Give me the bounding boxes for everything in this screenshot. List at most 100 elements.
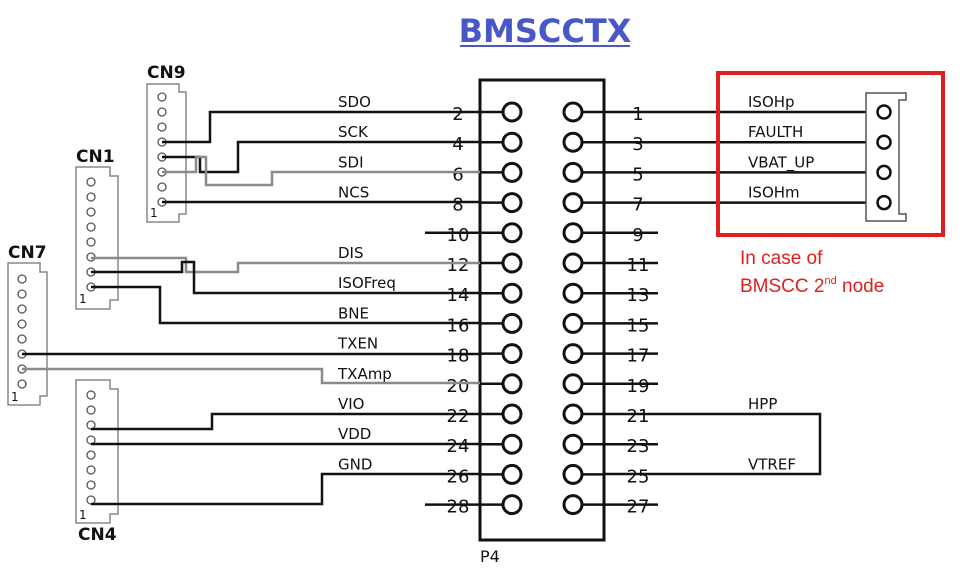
p4-pin-26: [501, 463, 523, 485]
p4-pin-number-19: 19: [627, 376, 650, 397]
p4-pin-14: [501, 282, 523, 304]
p4-pin-number-22: 22: [447, 406, 470, 427]
p4-connector-body: [478, 78, 606, 542]
signal-label-vbat_up: VBAT_UP: [748, 153, 814, 172]
second-node-pin-2: [876, 134, 892, 150]
wire-vio: [91, 412, 480, 431]
signal-label-bne: BNE: [338, 304, 369, 322]
cn1-pin-8: [86, 177, 96, 187]
p4-pin-21: [562, 403, 584, 425]
p4-pin-number-13: 13: [627, 285, 650, 306]
note-line1: In case of: [740, 248, 823, 269]
cn7-pin-4: [17, 334, 27, 344]
p4-pin-number-4: 4: [452, 134, 463, 155]
cn7-connector-body: [7, 262, 48, 406]
signal-label-faulth: FAULTH: [748, 123, 803, 141]
cn7-pin1-marker: 1: [11, 390, 19, 404]
cn4-label: CN4: [78, 525, 117, 545]
p4-pin-16: [501, 312, 523, 334]
p4-pin-9: [562, 222, 584, 244]
signal-label-vio: VIO: [338, 395, 365, 413]
wire-gnd: [91, 472, 480, 506]
p4-pin-17: [562, 343, 584, 365]
p4-pin-number-3: 3: [632, 134, 643, 155]
cn7-pin-8: [17, 274, 27, 284]
cn9-pin-8: [157, 92, 167, 102]
p4-pin-number-20: 20: [447, 376, 470, 397]
signal-label-dis: DIS: [338, 244, 364, 262]
wire-isofreq: [91, 260, 480, 295]
second-node-pin-1: [876, 104, 892, 120]
p4-pin-number-1: 1: [632, 104, 643, 125]
cn4-pin-8: [86, 390, 96, 400]
cn1-pin-4: [86, 237, 96, 247]
cn9-pin1-marker: 1: [150, 206, 158, 220]
p4-pin-28: [501, 494, 523, 516]
cn4-pin-3: [86, 465, 96, 475]
p4-pin-22: [501, 403, 523, 425]
cn9-pin-7: [157, 107, 167, 117]
signal-label-txamp: TXAmp: [337, 365, 392, 383]
p4-pin-18: [501, 343, 523, 365]
p4-pin-3: [562, 131, 584, 153]
p4-pin-27: [562, 494, 584, 516]
p4-pin-1: [562, 101, 584, 123]
p4-pin-number-11: 11: [627, 255, 650, 276]
cn4-pins: [86, 390, 96, 505]
cn9-label: CN9: [147, 63, 186, 83]
cn1-connector-body: [75, 166, 119, 310]
cn1-pin-7: [86, 192, 96, 202]
p4-pin-number-21: 21: [627, 406, 650, 427]
p4-pin-number-12: 12: [447, 255, 470, 276]
note-line2: BMSCC 2nd node: [740, 275, 884, 297]
p4-pin-number-5: 5: [632, 164, 643, 185]
p4-pin-24: [501, 433, 523, 455]
p4-pin-number-24: 24: [447, 436, 470, 457]
cn7-pin-7: [17, 289, 27, 299]
p4-pin-number-16: 16: [447, 315, 470, 336]
p4-pin-number-17: 17: [627, 346, 650, 367]
second-node-connector-pins: [876, 104, 892, 211]
signal-label-sdi: SDI: [338, 153, 364, 171]
p4-pin-7: [562, 192, 584, 214]
wire-dis: [91, 256, 480, 274]
signal-label-vtref: VTREF: [748, 455, 796, 473]
p4-pin-number-27: 27: [627, 497, 650, 518]
p4-left-pins: 2SDO4SCK6SDI8NCS1012DIS14ISOFreq16BNE18T…: [337, 93, 523, 518]
cn4-pin-4: [86, 450, 96, 460]
p4-pin-19: [562, 373, 584, 395]
wire-sck: [162, 140, 480, 174]
p4-pin-number-2: 2: [452, 104, 463, 125]
p4-pin-5: [562, 161, 584, 183]
cn9-pin-6: [157, 122, 167, 132]
second-node-pin-3: [876, 164, 892, 181]
p4-pin-number-8: 8: [452, 195, 463, 216]
signal-label-isohp: ISOHp: [748, 93, 795, 111]
cn9-pin-2: [157, 182, 167, 192]
cn1-pin-5: [86, 222, 96, 232]
cn7-pin-1: [17, 379, 27, 389]
p4-pin-number-28: 28: [447, 497, 470, 518]
p4-pin-number-25: 25: [627, 466, 650, 487]
p4-pin-25: [562, 463, 584, 485]
p4-pin-number-23: 23: [627, 436, 650, 457]
second-node-pin-4: [876, 194, 892, 211]
cn4-connector-body: [75, 379, 119, 524]
p4-pin-13: [562, 282, 584, 304]
note-line2-start: BMSCC 2: [740, 276, 824, 297]
cn1-label: CN1: [76, 147, 115, 167]
p4-pin-number-14: 14: [447, 285, 470, 306]
p4-pin-number-15: 15: [627, 315, 650, 336]
signal-label-isohm: ISOHm: [748, 184, 800, 202]
signal-label-gnd: GND: [338, 455, 372, 473]
p4-pin-11: [562, 252, 584, 274]
signal-label-isofreq: ISOFreq: [338, 274, 396, 292]
p4-pin-20: [501, 373, 523, 395]
p4-pin-number-6: 6: [452, 164, 463, 185]
signal-label-txen: TXEN: [337, 335, 378, 353]
p4-pin-2: [501, 101, 523, 123]
wire-sdi: [162, 155, 480, 187]
cn1-pin-6: [86, 207, 96, 217]
cn7-pins: [17, 274, 27, 389]
